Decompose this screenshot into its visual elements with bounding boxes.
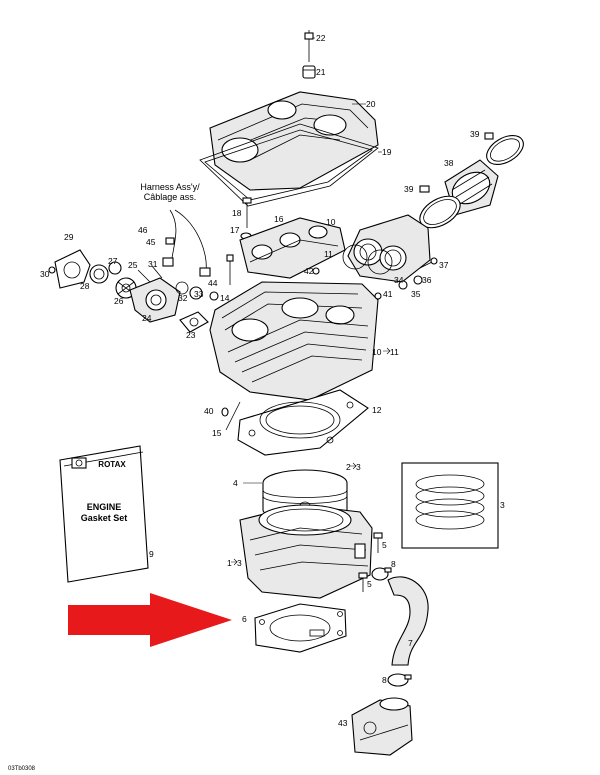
grommet-21 <box>302 65 316 79</box>
callout-c9: 9 <box>149 549 154 559</box>
clamp-8-top <box>371 567 392 581</box>
manifold-bolt-37 <box>419 257 438 269</box>
callout-c34: 34 <box>394 275 404 285</box>
valve-cover-gasket-19 <box>199 123 382 207</box>
callout-c3: 3 <box>500 500 505 510</box>
union-33 <box>189 286 203 300</box>
callout-c6: 6 <box>242 614 247 624</box>
callout-c40: 40 <box>204 406 214 416</box>
callout-c43: 43 <box>338 718 348 728</box>
callout-c28: 28 <box>80 281 90 291</box>
camshaft-carrier-16 <box>239 217 346 279</box>
callout-c17: 17 <box>230 225 240 235</box>
dowel-40 <box>221 407 229 417</box>
callout-c15: 15 <box>212 428 222 438</box>
callout-c38: 38 <box>444 158 454 168</box>
booklet-line-2: Gasket Set <box>81 513 128 523</box>
callout-c20: 20 <box>366 99 376 109</box>
bolt-22 <box>304 30 315 62</box>
callout-c4: 4 <box>233 478 238 488</box>
harness-label-french: Câblage ass. <box>144 192 197 202</box>
booklet-line-1: ENGINE <box>87 502 122 512</box>
callout-c25: 25 <box>128 260 138 270</box>
callout-c8b: 8 <box>382 675 387 685</box>
bolt-18 <box>242 197 252 228</box>
intake-manifold-11 <box>347 214 431 283</box>
callout-c16: 16 <box>274 214 284 224</box>
callout-c39b: 39 <box>404 184 414 194</box>
oring-32 <box>175 281 189 295</box>
clamp-8-bottom <box>387 673 412 687</box>
callout-c24: 24 <box>142 313 152 323</box>
gasket-set-booklet-9 <box>59 445 149 583</box>
harness-label-english: Harness Ass'y/ <box>140 182 200 192</box>
callout-c12: 12 <box>372 405 382 415</box>
callout-c10mid: 10 <box>372 347 382 357</box>
callout-c21: 21 <box>316 67 326 77</box>
valve-cover-20 <box>209 91 379 191</box>
callout-c39a: 39 <box>470 129 480 139</box>
booklet-brand: ROTAX <box>98 460 126 469</box>
callout-c37: 37 <box>439 260 449 270</box>
callout-c8a: 8 <box>391 559 396 569</box>
callout-c45: 45 <box>146 237 156 247</box>
thermostat-housing-43 <box>351 697 413 756</box>
bolt-5b <box>358 572 368 592</box>
arrow-text-ten-to-eleven: 11 <box>390 347 399 357</box>
bolt-5a <box>373 532 383 553</box>
callout-c31: 31 <box>148 259 158 269</box>
callout-c35: 35 <box>411 289 421 299</box>
callout-c10top: 10 <box>326 217 336 227</box>
callout-c26: 26 <box>114 296 124 306</box>
callout-c19: 19 <box>382 147 392 157</box>
plug-14 <box>209 291 219 301</box>
piston-rings-inset-3 <box>401 462 499 549</box>
callout-c18: 18 <box>232 208 242 218</box>
callout-c1: 1 <box>227 558 232 568</box>
callout-c2: 2 <box>346 462 351 472</box>
base-gasket-6 <box>254 603 347 653</box>
arrow-text-one-to-three: 3 <box>237 558 242 568</box>
cylinder-head-10 <box>209 254 382 401</box>
callout-c14: 14 <box>220 293 230 303</box>
callout-c27: 27 <box>108 256 118 266</box>
callout-c23: 23 <box>186 330 196 340</box>
callout-c7: 7 <box>408 638 413 648</box>
callout-c22: 22 <box>316 33 326 43</box>
head-gasket-12 <box>237 389 369 456</box>
callout-c29: 29 <box>64 232 74 242</box>
callout-c30: 30 <box>40 269 50 279</box>
arrow-glyphs <box>231 347 391 566</box>
washer-34-35-36 <box>398 275 423 290</box>
seal-28-27 <box>89 261 122 284</box>
arrow-text-two-to-three: 3 <box>356 462 361 472</box>
cylinder-1 <box>239 504 373 599</box>
clamp-39-top <box>484 132 524 165</box>
callout-c46: 46 <box>138 225 148 235</box>
callout-c5b: 5 <box>367 579 372 589</box>
callout-c44: 44 <box>208 278 218 288</box>
callout-c5a: 5 <box>382 540 387 550</box>
manifold-gasket <box>342 244 393 275</box>
housing-29 <box>48 249 91 289</box>
pump-housing-24 <box>129 277 181 323</box>
wiring-harness <box>162 209 211 277</box>
callout-c33: 33 <box>194 289 204 299</box>
pointer-arrow <box>68 593 232 647</box>
water-hose-7 <box>387 576 429 666</box>
callout-c41: 41 <box>383 289 393 299</box>
callout-c32: 32 <box>178 293 188 303</box>
gasket-23 <box>179 311 209 333</box>
pump-bolts-25 <box>137 265 163 283</box>
stud-15 <box>225 401 241 431</box>
callout-c11: 11 <box>324 249 333 259</box>
callout-c36: 36 <box>422 275 432 285</box>
figure-code: 03Tb0308 <box>8 766 36 772</box>
callout-c42: 42 <box>304 266 314 276</box>
